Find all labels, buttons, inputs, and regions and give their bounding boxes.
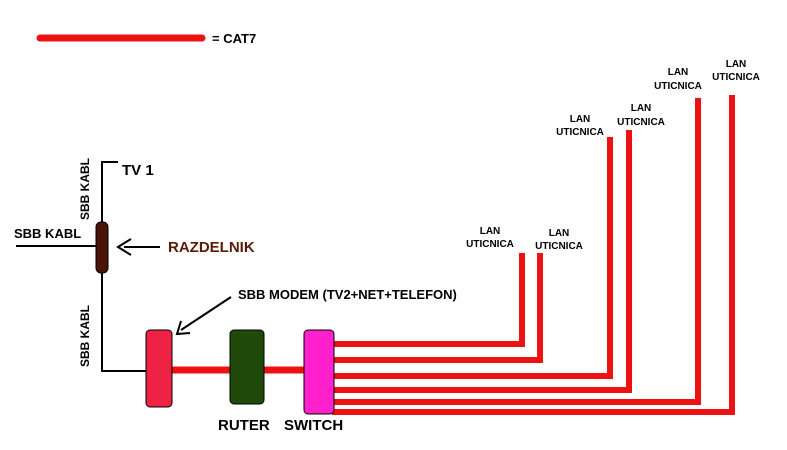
outlet-label-line1: LAN [631,103,652,114]
switch-device [303,329,335,415]
sbb-kabl-input-label: SBB KABL [14,226,81,241]
outlet-label-line2: UTICNICA [466,239,514,250]
outlet-label-line1: LAN [480,226,501,237]
outlet-label-line1: LAN [668,67,689,78]
outlet-label-line2: UTICNICA [617,117,665,128]
outlet-label-line1: LAN [549,228,570,239]
splitter [95,221,109,274]
outlet-label-line2: UTICNICA [654,81,702,92]
cat7-run-outlet-3 [332,137,613,379]
sbb-kabl-bottom-label: SBB KABL [78,305,92,367]
modem-arrow-head [175,320,191,336]
outlet-label-6: LAN UTICNICA [712,59,760,83]
cat7-outlet-runs [332,95,735,415]
outlet-label-line2: UTICNICA [535,241,583,252]
tv1-label: TV 1 [122,162,154,179]
outlet-label-5: LAN UTICNICA [654,67,702,92]
outlet-label-2: LAN UTICNICA [535,228,583,252]
outlet-label-line2: UTICNICA [556,127,604,138]
coax-to-tv1 [101,161,118,225]
modem-label: SBB MODEM (TV2+NET+TELEFON) [238,287,457,302]
modem-arrow-line [180,296,232,331]
razdelnik-label: RAZDELNIK [168,239,255,256]
switch-label: SWITCH [284,417,343,434]
router-device [229,329,265,405]
router-label: RUTER [218,417,270,434]
outlet-label-line2: UTICNICA [712,72,760,83]
outlet-label-line1: LAN [726,59,747,70]
cat7-run-outlet-5 [332,98,701,405]
legend-label: = CAT7 [212,31,256,46]
cat7-run-outlet-1 [332,253,525,347]
outlet-label-line1: LAN [570,114,591,125]
sbb-kabl-top-label: SBB KABL [78,158,92,220]
outlet-label-1: LAN UTICNICA [466,226,514,250]
modem-device [145,329,173,408]
cat7-run-outlet-4 [332,130,632,393]
cat7-run-outlet-2 [332,253,543,363]
coax-to-modem [101,272,148,372]
cat7-run-outlet-6 [332,95,735,415]
outlet-label-4: LAN UTICNICA [617,103,665,128]
outlet-label-3: LAN UTICNICA [556,114,604,138]
razdelnik-arrow-head [116,238,132,256]
